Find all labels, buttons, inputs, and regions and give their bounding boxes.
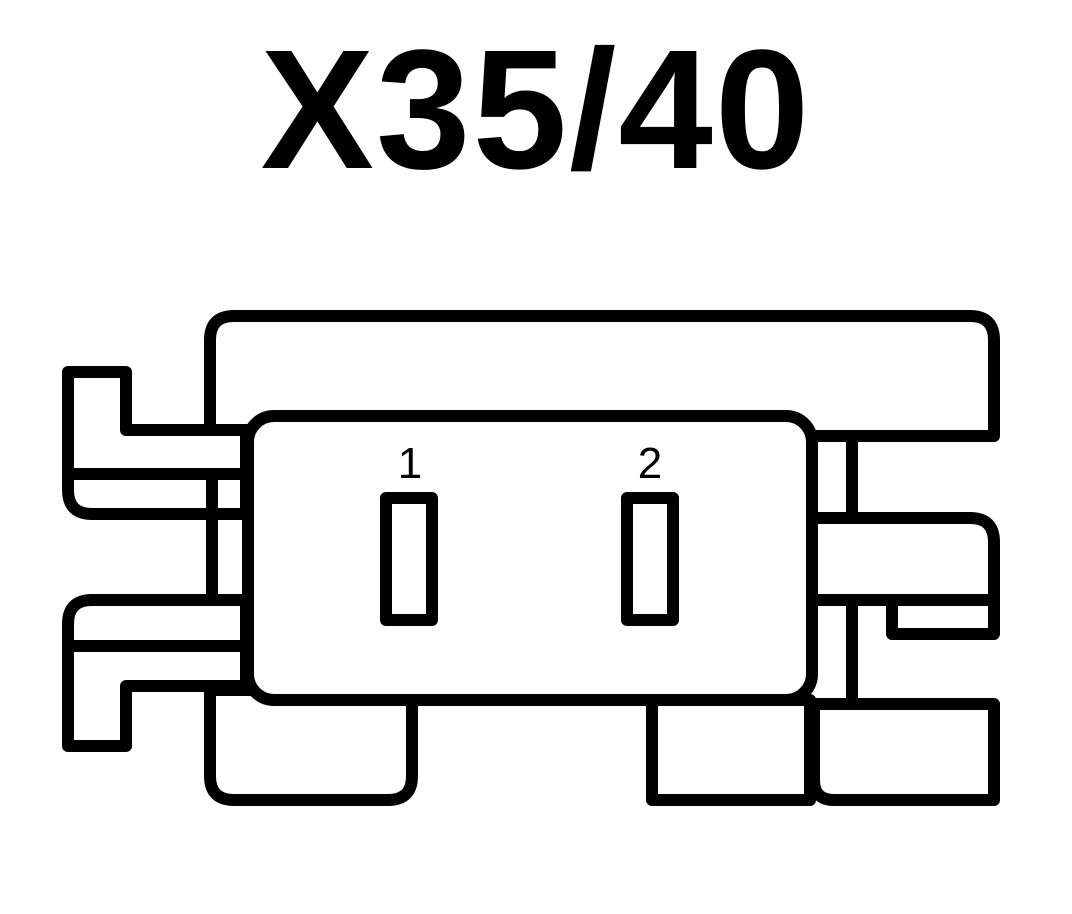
right-lower-latch [886, 594, 1000, 640]
connector-body [242, 410, 818, 706]
connector-title: X35/40 [260, 15, 812, 205]
pin-1-terminal [380, 492, 438, 626]
pin-2-label: 2 [638, 439, 662, 488]
pin-2-terminal [621, 492, 679, 626]
left-lower-latch [62, 594, 252, 752]
bottom-middle-foot [646, 694, 816, 806]
right-upper-latch [806, 512, 1000, 606]
pin-1-label: 1 [398, 439, 422, 488]
connector-top-housing [204, 310, 1000, 442]
bottom-left-foot [204, 684, 418, 806]
bottom-right-foot [808, 698, 1000, 806]
